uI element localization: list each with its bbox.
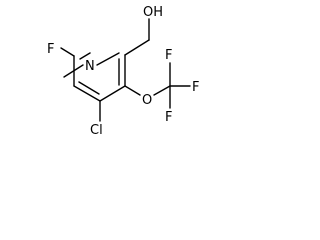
chemical-structure: OH N F Cl O F F F (47, 5, 199, 138)
atom-oh: OH (143, 5, 163, 20)
atom-f-ring: F (47, 42, 54, 57)
bond-c3-c4 (99, 85, 126, 102)
bond-o-cf3 (153, 85, 171, 96)
bond-n-c2 (96, 52, 120, 66)
bonds (60, 18, 191, 122)
atom-cl: Cl (90, 123, 103, 138)
atom-o-ether: O (142, 93, 152, 108)
bond-n-c6-inner (79, 52, 91, 60)
bond-c4-c5-inner (78, 81, 100, 95)
bond-c3-o (124, 85, 141, 96)
bond-c4-c5 (73, 85, 101, 102)
atom-labels: OH N F Cl O F F F (47, 5, 199, 138)
bond-c2-ch2 (124, 39, 150, 56)
atom-f-cf3-top: F (165, 48, 172, 63)
bond-c6-f (60, 47, 75, 57)
atom-f-cf3-bottom: F (165, 110, 172, 125)
atom-f-cf3-right: F (192, 80, 199, 95)
atom-n: N (85, 59, 95, 74)
